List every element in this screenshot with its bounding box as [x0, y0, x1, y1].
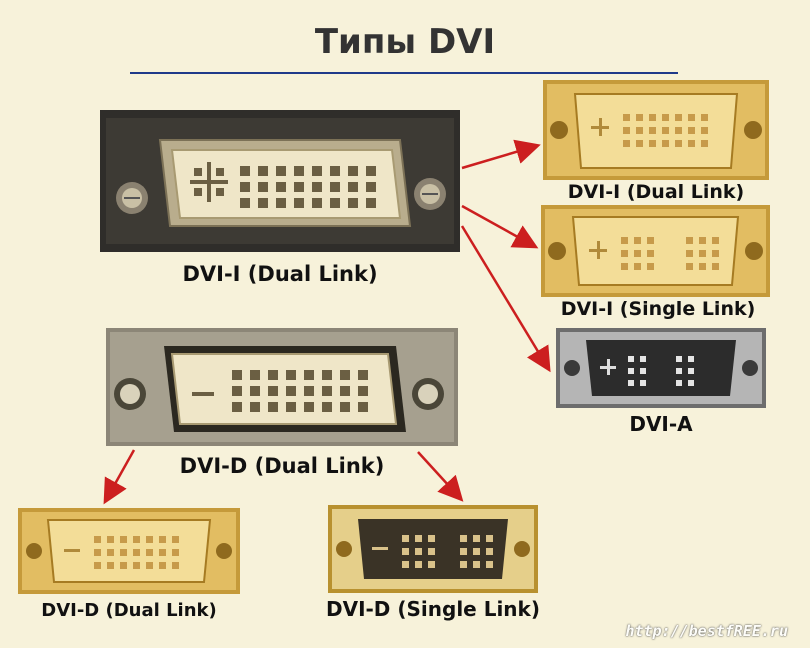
page-title: Типы DVI	[314, 22, 496, 62]
dvi-i-dual-link-connector-photo	[100, 110, 460, 252]
dvi-d-dual-link-plug-label: DVI-D (Dual Link)	[41, 600, 217, 621]
arrow-to-dvi-i-dual-link-icon	[461, 139, 541, 170]
arrow-to-dvi-i-single-link-icon	[461, 204, 539, 249]
dvi-d-single-link-plug-icon	[328, 505, 538, 593]
dvi-d-dual-link-socket-icon	[106, 328, 458, 446]
dvi-d-single-link-plug-label: DVI-D (Single Link)	[325, 597, 540, 621]
dvi-i-dual-link-plug-photo	[543, 80, 769, 180]
dvi-i-dual-link-socket-icon	[100, 110, 460, 252]
arrow-to-dvi-d-single-link-icon	[417, 451, 464, 502]
dvi-d-dual-link-plug-icon	[18, 508, 240, 594]
dvi-d-single-link-plug-photo	[328, 505, 538, 593]
title-underline	[130, 72, 678, 74]
dvi-d-dual-link-socket-label: DVI-D (Dual Link)	[179, 454, 385, 478]
dvi-i-single-link-plug-icon	[541, 205, 770, 297]
arrow-to-dvi-d-dual-link-icon	[103, 449, 136, 505]
dvi-a-plug-label: DVI-A	[629, 412, 693, 436]
dvi-d-dual-link-plug-photo	[18, 508, 240, 594]
dvi-d-dual-link-connector-photo	[106, 328, 458, 446]
dvi-i-dual-link-plug-label: DVI-I (Dual Link)	[567, 181, 745, 203]
dvi-a-plug-photo	[556, 328, 766, 408]
dvi-i-single-link-plug-label: DVI-I (Single Link)	[560, 298, 756, 320]
arrow-to-dvi-a-icon	[460, 225, 551, 373]
dvi-i-dual-link-plug-icon	[543, 80, 769, 180]
dvi-i-single-link-plug-photo	[541, 205, 770, 297]
dvi-i-dual-link-socket-label: DVI-I (Dual Link)	[182, 262, 378, 286]
watermark: http://bestfREE.ru	[625, 622, 788, 640]
dvi-a-plug-icon	[556, 328, 766, 408]
